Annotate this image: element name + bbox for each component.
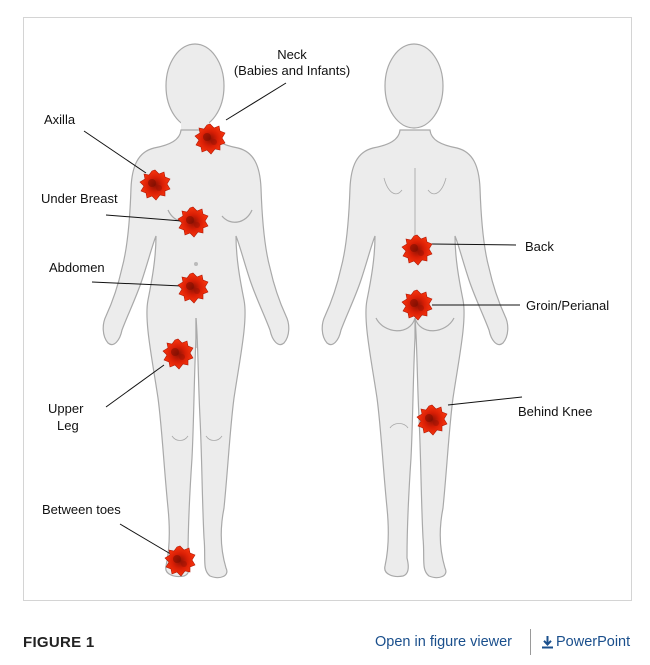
label-axilla: Axilla [44, 112, 76, 127]
download-icon [542, 636, 553, 649]
leader-abdomen [91, 281, 183, 287]
footer-divider [530, 629, 531, 655]
leader-under-breast [105, 214, 183, 222]
front-body [102, 43, 290, 579]
label-upper-leg-1: Upper [48, 401, 84, 416]
leader-back [431, 243, 517, 246]
body-diagram: Neck (Babies and Infants) Axilla Under B… [41, 43, 609, 579]
label-neck-1: Neck [277, 47, 307, 62]
figure-frame: Neck (Babies and Infants) Axilla Under B… [23, 17, 632, 601]
label-upper-leg-2: Leg [57, 418, 79, 433]
leader-lines [83, 82, 523, 557]
leader-between-toes [119, 523, 175, 557]
label-behind-knee: Behind Knee [518, 404, 592, 419]
label-groin-perianal: Groin/Perianal [526, 298, 609, 313]
label-between-toes: Between toes [42, 502, 121, 517]
figure-footer: FIGURE 1 Open in figure viewer PowerPoin… [23, 628, 635, 656]
powerpoint-label: PowerPoint [556, 634, 631, 650]
figure-caption: FIGURE 1 [23, 634, 95, 651]
label-back: Back [525, 239, 554, 254]
leader-axilla [83, 130, 147, 174]
leader-upper-leg [105, 364, 165, 408]
leader-behind-knee [447, 396, 523, 406]
open-figure-viewer-link[interactable]: Open in figure viewer [375, 634, 513, 650]
back-body [321, 43, 509, 579]
powerpoint-download-link[interactable]: PowerPoint [541, 634, 630, 650]
label-neck-2: (Babies and Infants) [234, 63, 350, 78]
label-under-breast: Under Breast [41, 191, 118, 206]
labels: Neck (Babies and Infants) Axilla Under B… [41, 47, 609, 517]
leader-neck [225, 82, 287, 121]
label-abdomen: Abdomen [49, 260, 105, 275]
